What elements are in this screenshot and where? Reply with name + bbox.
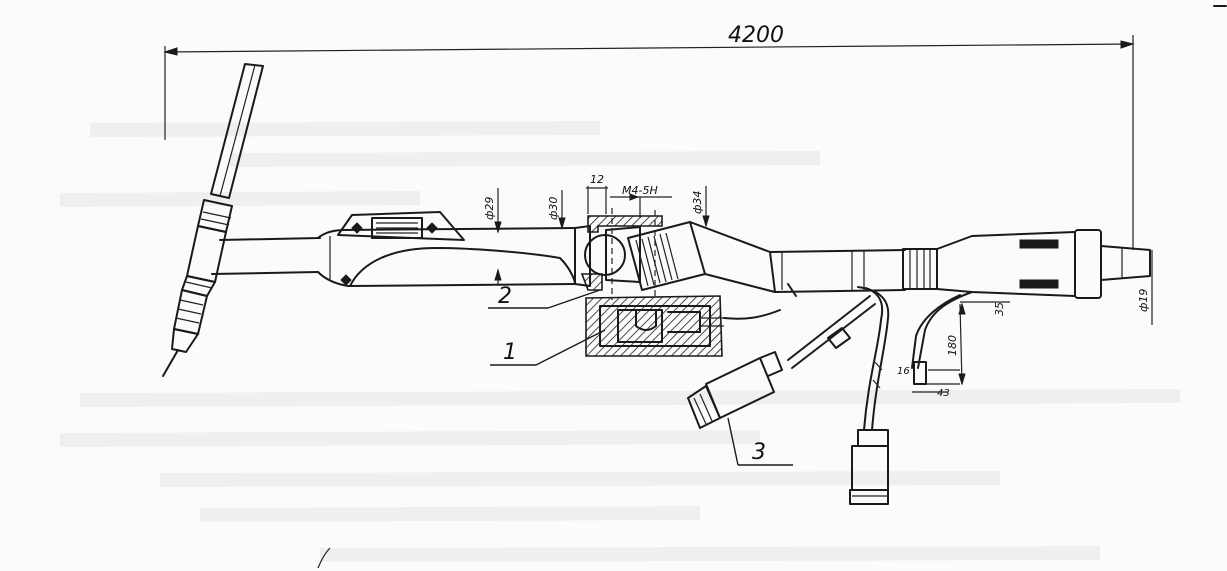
dim-thread: М4-5Н bbox=[622, 184, 658, 197]
dim-d30: ф30 bbox=[547, 197, 560, 220]
rivet-left bbox=[351, 222, 363, 234]
paper-bleed-through bbox=[59, 121, 1181, 562]
dim-d34: ф34 bbox=[691, 191, 704, 214]
connector-housing bbox=[574, 208, 776, 300]
control-connector bbox=[849, 429, 889, 505]
handle-label-plate bbox=[371, 217, 423, 239]
callout-3: 3 bbox=[752, 440, 766, 465]
gas-valve-box bbox=[585, 283, 797, 357]
torch-cap bbox=[210, 63, 264, 199]
dim-180: 180 bbox=[946, 335, 959, 356]
ink-mark bbox=[317, 547, 331, 569]
overall-length-label: 4200 bbox=[728, 23, 784, 48]
hose-end-fitting bbox=[913, 361, 927, 385]
rivet-right bbox=[426, 222, 438, 234]
housing-top-section bbox=[587, 215, 663, 233]
overall-dimension: 4200 bbox=[163, 23, 1135, 250]
power-plug bbox=[902, 229, 1151, 299]
valve-stem bbox=[635, 309, 657, 331]
callout-2: 2 bbox=[498, 284, 512, 309]
overall-dimension-line bbox=[164, 43, 1134, 53]
plug-pin bbox=[1100, 245, 1151, 281]
fitting-3-nut bbox=[687, 385, 721, 429]
plug-contact-top bbox=[1019, 239, 1059, 249]
hose-to-fitting-3 bbox=[787, 295, 871, 361]
control-connector-nut bbox=[857, 429, 889, 447]
dim-d19: ф19 bbox=[1137, 289, 1150, 312]
plug-nut bbox=[902, 248, 938, 290]
tungsten-electrode bbox=[162, 349, 179, 377]
callouts: 2 1 3 bbox=[488, 284, 793, 466]
cable-coupling bbox=[689, 221, 776, 293]
plug-contact-bottom bbox=[1019, 279, 1059, 289]
plug-flange bbox=[1074, 229, 1102, 299]
callout-1: 1 bbox=[503, 340, 517, 365]
fitting-stub bbox=[787, 283, 797, 297]
gas-hoses: 16 43 180 bbox=[787, 286, 973, 431]
dim-16: 16 bbox=[897, 366, 910, 377]
plug-dimensions: ф19 35 bbox=[960, 250, 1153, 325]
arrow-left bbox=[163, 47, 178, 56]
dim-35: 35 bbox=[993, 302, 1006, 316]
control-connector-cap bbox=[849, 489, 889, 505]
housing-dimensions: ф29 ф30 12 М4-5Н ф34 bbox=[483, 173, 710, 284]
torch-hose bbox=[211, 227, 576, 287]
arrow-right bbox=[1120, 40, 1135, 49]
main-cable bbox=[769, 249, 906, 293]
dim-12: 12 bbox=[590, 173, 604, 186]
dim-43: 43 bbox=[937, 388, 950, 399]
rivet-bottom bbox=[340, 274, 352, 286]
torch-handle bbox=[337, 211, 576, 287]
dim-d29: ф29 bbox=[483, 197, 496, 220]
valve-insert bbox=[617, 309, 663, 343]
welding-torch bbox=[162, 63, 264, 377]
gas-fitting-3 bbox=[687, 351, 783, 429]
